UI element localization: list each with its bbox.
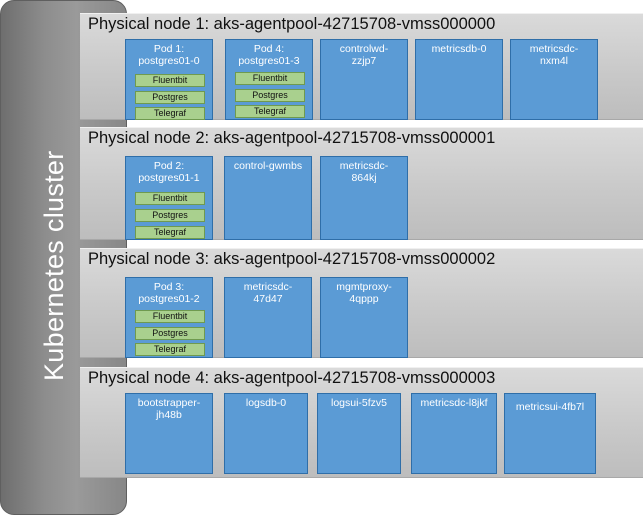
pod-name-line1: Pod 4:	[253, 43, 285, 55]
pod-name-line2: postgres01-3	[238, 55, 300, 67]
pod-control-gwmbs: control-gwmbs	[224, 156, 312, 240]
pod-name-line1: metricsui-4fb7l	[515, 401, 585, 413]
pod-metricsdc-l8jkf: metricsdc-l8jkf	[411, 393, 497, 474]
container-postgres: Postgres	[135, 91, 205, 104]
node-title: Physical node 3: aks-agentpool-42715708-…	[88, 250, 496, 268]
pod-metricsdc-nxm4l: metricsdc- nxm4l	[510, 39, 598, 120]
pod-name-line2: nxm4l	[539, 55, 568, 67]
container-telegraf: Telegraf	[135, 226, 205, 239]
node-title: Physical node 4: aks-agentpool-42715708-…	[88, 369, 496, 387]
container-fluentbit: Fluentbit	[135, 192, 205, 205]
pod-metricsdc-864kj: metricsdc- 864kj	[320, 156, 408, 240]
container-telegraf: Telegraf	[135, 107, 205, 120]
pod-postgres01-1: Pod 2: postgres01-1 Fluentbit Postgres T…	[125, 156, 213, 240]
pod-name-line1: controlwd-	[339, 43, 389, 55]
pod-name-line1: metricsdc-l8jkf	[420, 397, 488, 409]
pod-metricsdc-47d47: metricsdc- 47d47	[224, 277, 312, 358]
pod-name-line1: logsdb-0	[245, 397, 287, 409]
container-postgres: Postgres	[135, 209, 205, 222]
node-title: Physical node 1: aks-agentpool-42715708-…	[88, 15, 496, 33]
pod-name-line2: 4qppp	[349, 293, 379, 305]
container-postgres: Postgres	[135, 327, 205, 340]
pod-name-line1: control-gwmbs	[233, 160, 303, 172]
physical-node-1: Physical node 1: aks-agentpool-42715708-…	[80, 13, 643, 120]
pod-postgres01-0: Pod 1: postgres01-0 Fluentbit Postgres T…	[125, 39, 213, 120]
pod-name-line1: logsui-5fzv5	[330, 397, 388, 409]
pod-name-line1: mgmtproxy-	[336, 281, 392, 293]
physical-node-3: Physical node 3: aks-agentpool-42715708-…	[80, 248, 643, 358]
pod-name-line2: 47d47	[253, 293, 283, 305]
pod-name-line1: bootstrapper-	[137, 397, 201, 409]
pod-postgres01-3: Pod 4: postgres01-3 Fluentbit Postgres T…	[225, 39, 313, 120]
physical-node-2: Physical node 2: aks-agentpool-42715708-…	[80, 127, 643, 240]
pod-name-line1: metricsdc-	[529, 43, 579, 55]
pod-postgres01-2: Pod 3: postgres01-2 Fluentbit Postgres T…	[125, 277, 213, 358]
pod-name-line1: Pod 2:	[153, 160, 185, 172]
pod-name-line1: metricsdc-	[339, 160, 389, 172]
pod-bootstrapper-jh48b: bootstrapper- jh48b	[125, 393, 213, 474]
pod-name-line2: jh48b	[156, 409, 182, 421]
cluster-label: Kubernetes cluster	[39, 150, 69, 381]
container-fluentbit: Fluentbit	[135, 74, 205, 87]
container-fluentbit: Fluentbit	[235, 72, 305, 85]
container-telegraf: Telegraf	[235, 105, 305, 118]
pod-mgmtproxy-4qppp: mgmtproxy- 4qppp	[320, 277, 408, 358]
pod-name-line2: postgres01-2	[138, 293, 200, 305]
pod-controlwd-zzjp7: controlwd- zzjp7	[320, 39, 408, 120]
pod-metricsui-4fb7l: metricsui-4fb7l	[504, 393, 596, 474]
node-title: Physical node 2: aks-agentpool-42715708-…	[88, 129, 496, 147]
pod-logsdb-0: logsdb-0	[224, 393, 308, 474]
pod-name-line2: postgres01-1	[138, 172, 200, 184]
pod-name-line1: metricsdb-0	[431, 43, 487, 55]
pod-metricsdb-0: metricsdb-0	[415, 39, 503, 120]
container-telegraf: Telegraf	[135, 343, 205, 356]
pod-logsui-5fzv5: logsui-5fzv5	[317, 393, 401, 474]
container-fluentbit: Fluentbit	[135, 310, 205, 323]
pod-name-line1: Pod 1:	[153, 43, 185, 55]
pod-name-line2: postgres01-0	[138, 55, 200, 67]
physical-node-4: Physical node 4: aks-agentpool-42715708-…	[80, 367, 643, 478]
pod-name-line2: 864kj	[351, 172, 377, 184]
container-postgres: Postgres	[235, 89, 305, 102]
pod-name-line1: metricsdc-	[243, 281, 293, 293]
pod-name-line1: Pod 3:	[153, 281, 185, 293]
pod-name-line2: zzjp7	[351, 55, 377, 67]
